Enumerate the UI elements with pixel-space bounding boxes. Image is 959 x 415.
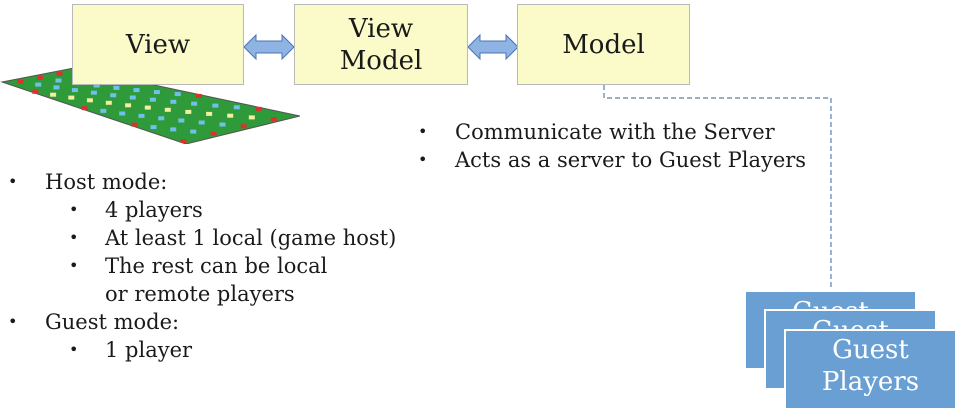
board-tile — [35, 82, 42, 87]
board-tile — [170, 127, 177, 132]
board-tile — [219, 122, 226, 127]
board-tile — [105, 100, 112, 105]
double-arrow-icon — [468, 34, 518, 60]
board-tile — [198, 120, 205, 125]
host-mode-item: Host mode: 4 players At least 1 local (g… — [8, 168, 396, 308]
viewmodel-label-line2: Model — [339, 45, 423, 76]
board-tile — [131, 122, 138, 127]
board-tile — [36, 75, 43, 80]
viewmodel-label-line1: View — [348, 13, 414, 44]
guest-label: Guest — [832, 335, 909, 365]
board-tile — [153, 90, 160, 95]
list-item-text: The rest can be local — [105, 254, 328, 278]
board-tile — [212, 103, 219, 108]
board-tile — [100, 108, 107, 113]
list-item: The rest can be local or remote players — [69, 252, 396, 308]
board-tile — [17, 79, 24, 84]
board-tile — [270, 117, 277, 121]
guest-players-box-front: Guest Players — [784, 329, 957, 410]
board-tile — [240, 124, 247, 129]
board-tile — [190, 129, 197, 134]
list-item: 4 players — [69, 196, 396, 224]
model-responsibilities-list: Communicate with the Server Acts as a se… — [418, 118, 806, 174]
scrabble-board-icon — [0, 67, 300, 144]
board-tile — [227, 113, 234, 118]
board-tile — [191, 101, 198, 106]
players-label: Players — [821, 367, 920, 397]
board-tile — [90, 90, 97, 95]
list-item: 1 player — [69, 336, 396, 364]
board-tile — [210, 131, 217, 136]
board-tile — [206, 111, 213, 116]
board-tile — [185, 109, 192, 114]
board-tile — [149, 97, 156, 102]
viewmodel-box: View Model — [294, 4, 468, 85]
board-tile — [68, 95, 75, 100]
board-tile — [53, 85, 60, 90]
board-tile — [144, 105, 151, 110]
board-tile — [55, 78, 62, 83]
list-item: At least 1 local (game host) — [69, 224, 396, 252]
board-tile — [93, 83, 100, 88]
model-label: Model — [562, 29, 645, 60]
board-tile — [158, 116, 165, 121]
guest-mode-sublist: 1 player — [45, 336, 396, 364]
guest-mode-label: Guest mode: — [45, 310, 180, 334]
double-arrow-icon — [244, 34, 294, 60]
board-tile — [86, 98, 93, 103]
board-tile — [56, 71, 63, 76]
board-tile — [164, 107, 171, 112]
board-tile — [180, 139, 187, 143]
board-tile — [71, 88, 78, 93]
board-tile — [129, 95, 136, 100]
board-tile — [174, 92, 181, 97]
board-tile — [150, 125, 157, 130]
board-tile — [119, 111, 126, 116]
list-item: Acts as a server to Guest Players — [418, 146, 806, 174]
mode-list: Host mode: 4 players At least 1 local (g… — [8, 168, 396, 364]
board-tile — [138, 113, 145, 118]
guest-mode-item: Guest mode: 1 player — [8, 308, 396, 364]
board-tile — [125, 103, 132, 108]
board-tile — [195, 93, 202, 98]
board-tile — [170, 99, 177, 104]
board-tile — [32, 89, 39, 94]
board-tile — [255, 106, 262, 111]
list-item: Communicate with the Server — [418, 118, 806, 146]
view-label: View — [125, 29, 191, 60]
board-tile — [81, 106, 88, 111]
board-tile — [110, 93, 117, 98]
board-tile — [178, 118, 185, 123]
board-tile — [50, 92, 57, 97]
board-tile — [248, 115, 255, 120]
board-tile — [233, 105, 240, 110]
board-tile — [113, 85, 120, 90]
list-item-continuation: or remote players — [105, 282, 295, 306]
board-tile — [133, 88, 140, 93]
model-box: Model — [517, 4, 690, 85]
host-mode-sublist: 4 players At least 1 local (game host) T… — [45, 196, 396, 308]
view-box: View — [72, 4, 244, 85]
host-mode-label: Host mode: — [45, 170, 168, 194]
